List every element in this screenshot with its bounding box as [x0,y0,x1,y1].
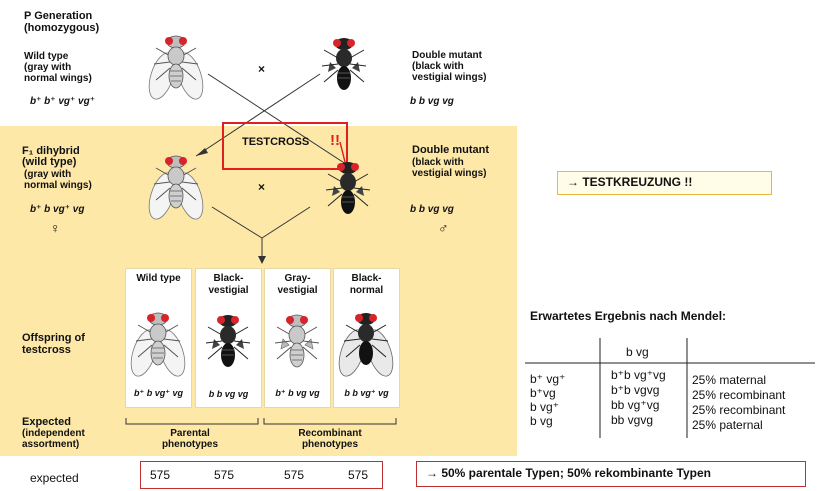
mendel-gamete-1: b⁺ vg⁺ [530,372,566,386]
conclusion-box [416,461,806,487]
mendel-result-3: 25% recombinant [692,403,786,417]
f1-mutant-genotype: b b vg vg [410,204,454,215]
mendel-gamete-2: b⁺vg [530,386,556,400]
mendel-table-title: Erwartetes Ergebnis nach Mendel: [530,309,727,323]
f1-cross-symbol: × [258,180,266,194]
recombinant-label-2: phenotypes [301,439,359,450]
testcross-label: TESTCROSS [242,136,310,148]
expected-row-label: expected [30,471,79,485]
mendel-gamete-3: b vg⁺ [530,400,560,414]
f1-mutant-desc-2: vestigial wings) [412,168,487,179]
mendel-header: b vg [626,345,649,359]
expected-sub-1: (independent [22,428,85,439]
expected-sub-2: assortment) [22,439,80,450]
male-symbol: ♂ [438,220,449,236]
mutant-desc-1: Double mutant [412,50,482,61]
card-genotype: b b vg vg [208,389,249,399]
testkreuzung-label: → TESTKREUZUNG !! [567,175,693,189]
wild-desc-2: (gray with [24,62,72,73]
testkreuzung-box [557,171,772,195]
offspring-card-wild: Wild type b⁺ b vg⁺ vg [125,268,192,408]
expected-value-1: 575 [150,468,171,482]
expected-value-2: 575 [214,468,235,482]
card-genotype: b⁺ b vg⁺ vg [133,388,183,398]
mutant-genotype: b b vg vg [410,96,454,107]
card-heading: Gray- vestigial [277,273,318,296]
mutant-desc-3: vestigial wings) [412,72,487,83]
expected-value-4: 575 [348,468,369,482]
f1-genotype: b⁺ b vg⁺ vg [30,204,85,215]
f1-mutant-desc-1: (black with [412,157,464,168]
mendel-result-4: 25% paternal [692,418,763,432]
card-heading: Black- normal [349,273,384,296]
mendel-genotype-3: bb vg⁺vg [611,398,660,412]
f1-title-1: F₁ dihybrid [22,145,80,157]
p-generation-subtitle: (homozygous) [24,22,100,34]
mutant-desc-2: (black with [412,61,464,72]
card-heading: Black- vestigial [208,273,249,296]
p-generation-title: P Generation [24,10,93,22]
mendel-result-2: 25% recombinant [692,388,786,402]
offspring-card-black-normal: Black- normal b b vg⁺ vg [333,268,400,408]
female-symbol: ♀ [50,220,61,236]
card-genotype: b⁺ b vg vg [275,388,320,398]
f1-title-2: (wild type) [22,156,77,168]
f1-desc-2: normal wings) [24,180,92,191]
card-heading: Wild type [136,273,181,284]
mendel-genotype-1: b⁺b vg⁺vg [611,368,666,382]
expected-values-box [140,461,383,489]
mendel-genotype-4: bb vgvg [611,413,654,427]
wild-desc-1: Wild type [24,51,69,62]
mendel-result-1: 25% maternal [692,373,767,387]
parental-label-1: Parental [170,428,210,439]
mendel-genotype-2: b⁺b vgvg [611,383,660,397]
parental-label-2: phenotypes [161,439,219,450]
conclusion-text: → 50% parentale Typen; 50% rekombinante … [426,466,711,480]
expected-value-3: 575 [284,468,305,482]
wild-desc-3: normal wings) [24,73,92,84]
recombinant-label-1: Recombinant [298,428,362,439]
p-cross-symbol: × [258,62,266,76]
mendel-gamete-4: b vg [530,414,553,428]
expected-label: Expected [22,416,71,428]
testcross-marks: !! [330,132,340,149]
f1-mutant-title: Double mutant [412,144,489,156]
card-genotype: b b vg⁺ vg [344,388,389,398]
testcross-highlight [222,122,348,170]
offspring-card-black-vestigial: Black- vestigial b b vg vg [195,268,262,408]
offspring-card-gray-vestigial: Gray- vestigial b⁺ b vg vg [264,268,331,408]
offspring-label-2: testcross [22,344,71,356]
offspring-label-1: Offspring of [22,332,85,344]
f1-desc-1: (gray with [24,169,72,180]
wild-genotype: b⁺ b⁺ vg⁺ vg⁺ [30,96,96,107]
